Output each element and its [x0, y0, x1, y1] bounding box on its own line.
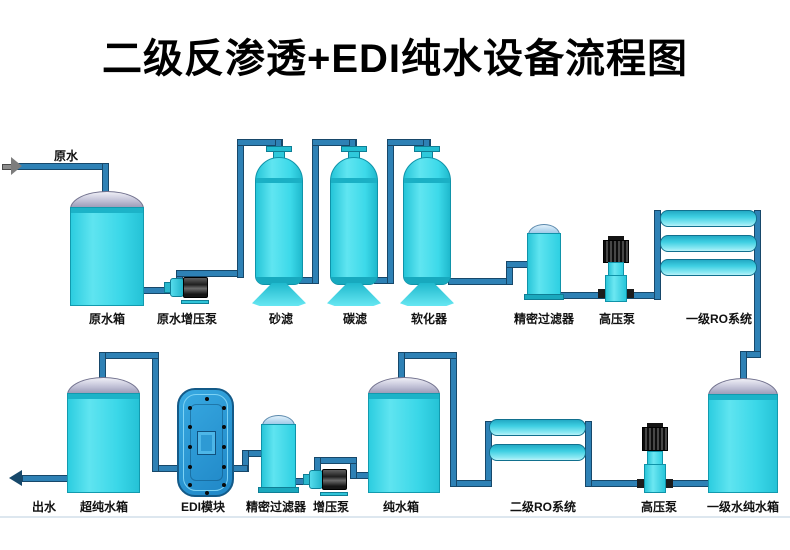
filter-body: [261, 424, 296, 488]
pump-body: [644, 464, 666, 493]
edi-bolts: [188, 406, 192, 410]
filter-body: [527, 233, 561, 295]
pipe-hp2-to-ro2: [585, 480, 645, 487]
ultrapure-water-tank: [67, 377, 140, 493]
pipe-top-4: [398, 352, 457, 359]
bottom-divider: [0, 516, 790, 518]
pump-flange: [666, 479, 673, 488]
edi-module-label: EDI模块: [180, 500, 226, 514]
vessel-body: [403, 157, 451, 285]
booster-pump-label: 增压泵: [312, 500, 350, 514]
pipe-ro1-right-manifold: [754, 210, 761, 358]
pump-flange: [637, 479, 644, 488]
pump-body: [605, 275, 627, 302]
vessel-body: [255, 157, 303, 285]
tank-body: [708, 394, 778, 493]
stage1-pure-water-tank: [708, 378, 778, 493]
softener-label: 软化器: [410, 312, 448, 326]
pump-cap: [608, 236, 624, 241]
raw-water-booster-pump: [164, 272, 210, 306]
raw-water-label: 原水: [53, 149, 79, 163]
edi-module: [177, 388, 234, 497]
water-out-label: 出水: [31, 500, 57, 514]
sand-filter-vessel: [252, 146, 306, 308]
pump-head: [309, 470, 323, 489]
pump-motor: [642, 427, 668, 451]
high-pressure-pump-1: [598, 236, 634, 302]
softener-vessel: [400, 146, 454, 308]
pure-water-tank-label: 纯水箱: [382, 500, 420, 514]
diagram-title: 二级反渗透+EDI纯水设备流程图: [101, 37, 689, 81]
pure-water-tank: [368, 377, 440, 493]
outlet-arrow-icon: [9, 470, 22, 486]
pipe-outflow: [22, 475, 69, 482]
booster-pump: [303, 464, 349, 498]
pump-neck: [647, 451, 663, 465]
precision-filter-2: [258, 415, 299, 493]
stage1-pure-water-tank-label: 一级水纯水箱: [706, 500, 780, 514]
pipe-top-2: [312, 139, 357, 146]
pump-flange: [598, 289, 605, 298]
high-pressure-pump-1-label: 高压泵: [598, 312, 636, 326]
pipe-top-3: [387, 139, 431, 146]
pump-base: [181, 300, 209, 304]
pipe-riser-2: [312, 139, 319, 284]
ro2-membrane-1: [489, 419, 586, 436]
pump-neck: [608, 262, 624, 276]
raw-water-tank-label: 原水箱: [88, 312, 126, 326]
vessel-body: [330, 157, 378, 285]
pipe-ro2-right-manifold: [585, 421, 592, 487]
ro2-membrane-2: [489, 444, 586, 461]
vessel-cone-base: [252, 283, 306, 306]
ro1-membrane-2: [660, 235, 757, 252]
pump-motor: [183, 277, 208, 298]
pipe-riser-1: [237, 139, 244, 278]
high-pressure-pump-2-label: 高压泵: [640, 500, 678, 514]
pump-motor: [322, 469, 347, 490]
ro-stage2-label: 二级RO系统: [509, 500, 577, 514]
pump-flange: [627, 289, 634, 298]
edi-panel-frame: [190, 404, 223, 481]
pump-base: [320, 492, 348, 496]
pipe-top-5: [99, 352, 159, 359]
high-pressure-pump-2: [637, 423, 673, 493]
tank-body: [67, 393, 140, 493]
tank-body: [368, 393, 440, 493]
pipe-raw-inlet: [12, 163, 108, 170]
edi-core-block: [197, 431, 216, 455]
ro-stage1-label: 一级RO系统: [685, 312, 753, 326]
pump-motor: [603, 240, 629, 263]
pipe-riser-3: [387, 139, 394, 284]
raw-water-tank: [70, 191, 144, 306]
carbon-filter-vessel: [327, 146, 381, 308]
pipe-ro1-left-manifold: [654, 210, 661, 300]
precision-filter-2-label: 精密过滤器: [245, 500, 307, 514]
pump-cap: [647, 423, 663, 428]
vessel-cone-base: [327, 283, 381, 306]
ro1-membrane-3: [660, 259, 757, 276]
ro1-membrane-1: [660, 210, 757, 227]
raw-water-booster-pump-label: 原水增压泵: [156, 312, 218, 326]
filter-base: [524, 294, 564, 300]
pipe-top-1: [237, 139, 283, 146]
carbon-filter-label: 碳滤: [342, 312, 368, 326]
pump-head: [170, 278, 184, 297]
tank-body: [70, 207, 144, 306]
pipe-riser-left: [152, 352, 159, 472]
inlet-arrow-icon: [11, 157, 22, 175]
precision-filter-1: [524, 224, 564, 300]
vessel-cone-base: [400, 283, 454, 306]
pipe-riser-mid: [450, 352, 457, 487]
precision-filter-1-label: 精密过滤器: [513, 312, 575, 326]
ultrapure-water-tank-label: 超纯水箱: [79, 500, 129, 514]
filter-base: [258, 487, 299, 493]
edi-inner-frame: [183, 394, 228, 491]
sand-filter-label: 砂滤: [268, 312, 294, 326]
pipe-softener-out: [448, 278, 511, 285]
